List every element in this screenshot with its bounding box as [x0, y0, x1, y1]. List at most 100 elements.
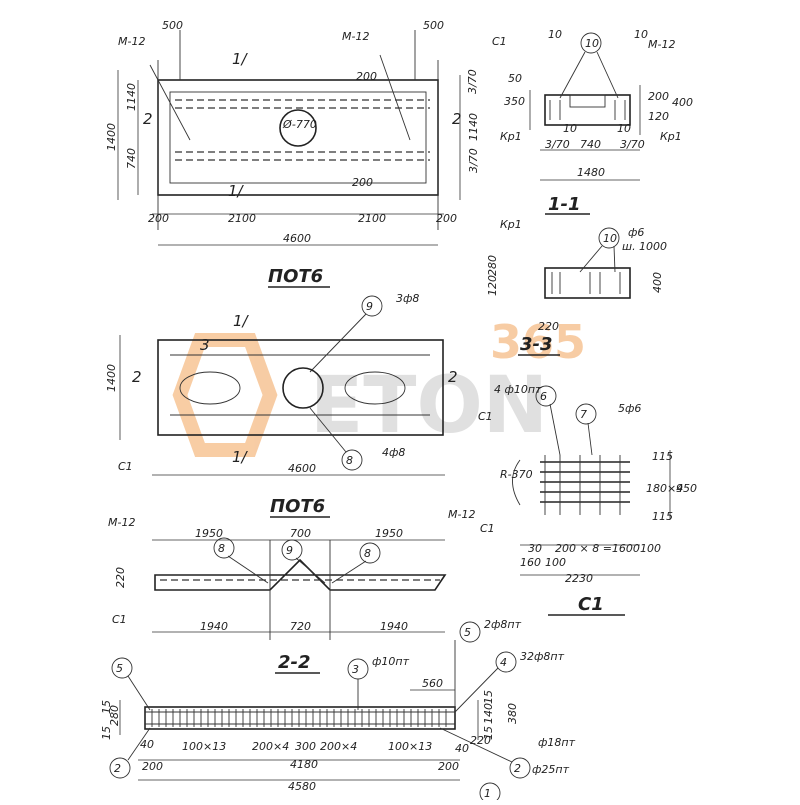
section-3-3-dim-total-right: 950: [676, 482, 697, 495]
section-tr-inner-1: 10: [563, 122, 577, 135]
section-2-2-callout-1: 5: [116, 662, 123, 675]
elevation-body: [154, 558, 447, 591]
section-2-2-rebars: [151, 709, 447, 727]
elevation: 8 9 8 M-12 M-12 C1 C1 1950 700 1950 1940…: [108, 508, 495, 640]
section-2-2-small-1: 40: [140, 738, 154, 751]
elevation-dim-top-1: 1950: [195, 527, 223, 540]
watermark-brand: ETON: [310, 361, 548, 451]
plan-height-part-1: 1140: [125, 83, 138, 111]
section-2-2-dim-outer-1: 200: [142, 760, 163, 773]
plan-dim-bottom-1: 200: [148, 212, 169, 225]
section-3-3-dim-right-1: 115: [652, 450, 673, 463]
section-3-3-arc: [512, 459, 521, 506]
section-tr-total: 1480: [577, 166, 605, 179]
section-1-1-body: [544, 267, 631, 299]
section-2-2-callout-5-circle: [109, 757, 131, 779]
section-tr-dim-bottom-3: 3/70: [620, 138, 645, 151]
section-1-1-callout-circle: [598, 227, 620, 249]
section-1-1-dim-bottom: 220: [538, 320, 559, 333]
plan-inner: [169, 91, 427, 184]
plan-outline: [157, 79, 439, 196]
section-2-2-dim-bottom-1: 100×13: [182, 740, 226, 753]
elevation-mark-1: M-12: [108, 516, 135, 529]
section-3-3-dim-right-2: 180×4: [646, 482, 683, 495]
section-2-2-callout-6-circle: [509, 757, 531, 779]
plan-two-callout-9: 9: [366, 300, 373, 313]
plan-inner-dim-1: 200: [356, 70, 377, 83]
section-3-3-dim-bottom-2: 200 × 8 =1600: [555, 542, 640, 555]
section-1-1-callout: 10: [603, 232, 617, 245]
plan-section-mark-bottom: 1/: [228, 182, 245, 200]
section-tr-dim-bottom-1: 3/70: [545, 138, 570, 151]
section-2-2-dim-right-3: 380: [506, 703, 519, 724]
plan-dim-bottom-3: 2100: [358, 212, 386, 225]
section-2-2-label-5: ф25пт: [532, 763, 570, 776]
top-plan: 500 500 M-12 M-12 1/ 1/ 2 2 Ø-770 200 20…: [105, 19, 480, 246]
plan-two-label-2-right: 2: [448, 368, 458, 386]
section-2-2-dim-right-2: 140: [482, 703, 495, 724]
plan-two-label-1-top: 1/: [233, 312, 250, 330]
title-a: ПОТ6: [268, 266, 323, 287]
plan-two: 9 3ф8 8 4ф8 4600 1400 3 2 2 C1 C1 1/ 1/: [105, 292, 493, 476]
section-tr-recess: [569, 94, 606, 108]
plan-mark-2: M-12: [342, 30, 369, 43]
section-tr-dim-top-1: 10: [548, 28, 562, 41]
section-3-3-dim-bottom-3: 100: [640, 542, 661, 555]
section-2-2-dim-right-4: 15: [482, 726, 495, 740]
plan-hole-label: Ø-770: [282, 118, 317, 131]
elevation-dim-bottom-2: 720: [290, 620, 311, 633]
section-1-1-dim-left-2: 280: [486, 255, 499, 276]
watermark-number: 365: [490, 315, 586, 369]
section-3-3-title: 3-3: [520, 334, 553, 355]
section-3-3-total: 2230: [565, 572, 593, 585]
section-3-3-dim-bottom2-2: 100: [545, 556, 566, 569]
section-2-2-callout-3: 4: [500, 656, 507, 669]
section-1-1-title: 1-1: [548, 194, 581, 215]
section-2-2-dim-outer-3: 200: [438, 760, 459, 773]
section-tr-body: [544, 94, 631, 126]
section-2-2-body: [144, 706, 456, 730]
plan-two-opening-right: [344, 371, 406, 405]
section-3-3-dim-bottom-1: 30: [528, 542, 542, 555]
elevation-dim-bottom-1: 1940: [200, 620, 228, 633]
plan-section-mark-left: 2: [143, 110, 153, 128]
section-tr-mark-1: C1: [492, 35, 507, 48]
section-tr-inner-2: 10: [617, 122, 631, 135]
elevation-dim-top-2: 700: [290, 527, 311, 540]
section-2-2-dim-left-1: 15: [100, 700, 113, 714]
section-2-2-callout-7: 1: [484, 787, 491, 800]
plan-two-callout-9-text: 3ф8: [396, 292, 419, 305]
section-2-2-callout-4: 5: [464, 626, 471, 639]
section-2-2-label-2: ф10пт: [372, 655, 410, 668]
section-3-3-callout-7: 7: [580, 408, 587, 421]
plan-two-height: 1400: [105, 364, 118, 392]
section-tr-dim-right-2: 400: [672, 96, 693, 109]
plan-mark-1: M-12: [118, 35, 145, 48]
watermark: ETON 365: [172, 315, 586, 457]
plan-total: 4600: [283, 232, 311, 245]
section-top-right: 10 C1 M-12 Кр1 Кр1 10 10 50 350 200 400 …: [492, 28, 693, 181]
section-2-2-dim-bottom-2: 200×4: [252, 740, 289, 753]
section-tr-dim-right-1: 200: [648, 90, 669, 103]
section-2-2-label-3: 32ф8пт: [520, 650, 565, 663]
section-3-3-dim-bottom2-1: 160: [520, 556, 541, 569]
section-2-2-dim-outer-2: 4180: [290, 758, 318, 771]
plan-right-dim-2: 1140: [467, 113, 480, 141]
plan-dim-bottom-4: 200: [436, 212, 457, 225]
elevation-callout-1: 8: [218, 542, 225, 555]
section-1-1-text-2: ш. 1000: [622, 240, 667, 253]
plan-height-total: 1400: [105, 123, 118, 151]
elevation-callout-2-circle: [281, 539, 303, 561]
section-2-2-dim-bottom-4: 200×4: [320, 740, 357, 753]
section-tr-dim-left-1: 50: [508, 72, 522, 85]
section-1-1-dim-left-1: 120: [486, 275, 499, 296]
elevation-dim-bottom-3: 1940: [380, 620, 408, 633]
section-2-2-dim-bottom-3: 300: [295, 740, 316, 753]
elevation-callout-3-circle: [359, 542, 381, 564]
section-2-2-small-2: 40: [455, 742, 469, 755]
elevation-callout-2: 9: [286, 544, 293, 557]
plan-two-label-2-left: 2: [132, 368, 142, 386]
plan-dim-top-1: 500: [162, 19, 183, 32]
section-3-3-text-7: 5ф6: [618, 402, 641, 415]
